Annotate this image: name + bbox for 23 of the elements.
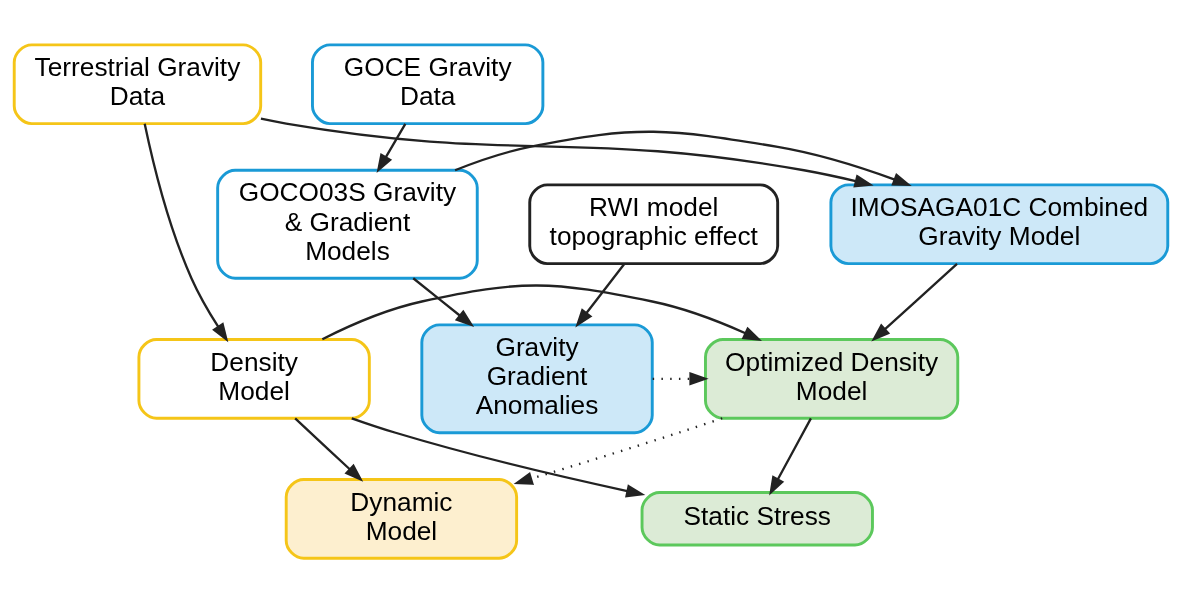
arrow [351,417,646,498]
node-box: GOCO03S Gravity & Gradient Models [216,168,479,280]
node-box: Static Stress [640,491,874,547]
node-box: IMOSAGA01C Combined Gravity Model [829,183,1170,266]
node-box: Optimized Density Model [704,337,960,420]
arrow [769,417,812,496]
arrow [143,123,229,343]
arrow [376,123,407,173]
node-box: Terrestrial Gravity Data [12,43,263,126]
arrow [321,284,762,341]
arrow [652,372,709,386]
node-box: Density Model [137,337,371,420]
arrow [412,277,475,327]
arrow [575,263,626,328]
node-box: Gravity Gradient Anomalies [420,323,654,435]
arrow [454,130,912,186]
arrow [260,117,874,188]
arrow [871,263,958,342]
node-box: GOCE Gravity Data [311,43,545,126]
node-box: RWI model topographic effect [528,183,780,266]
node-box: Dynamic Model [284,477,519,560]
arrow [513,417,723,485]
arrow [294,417,364,482]
